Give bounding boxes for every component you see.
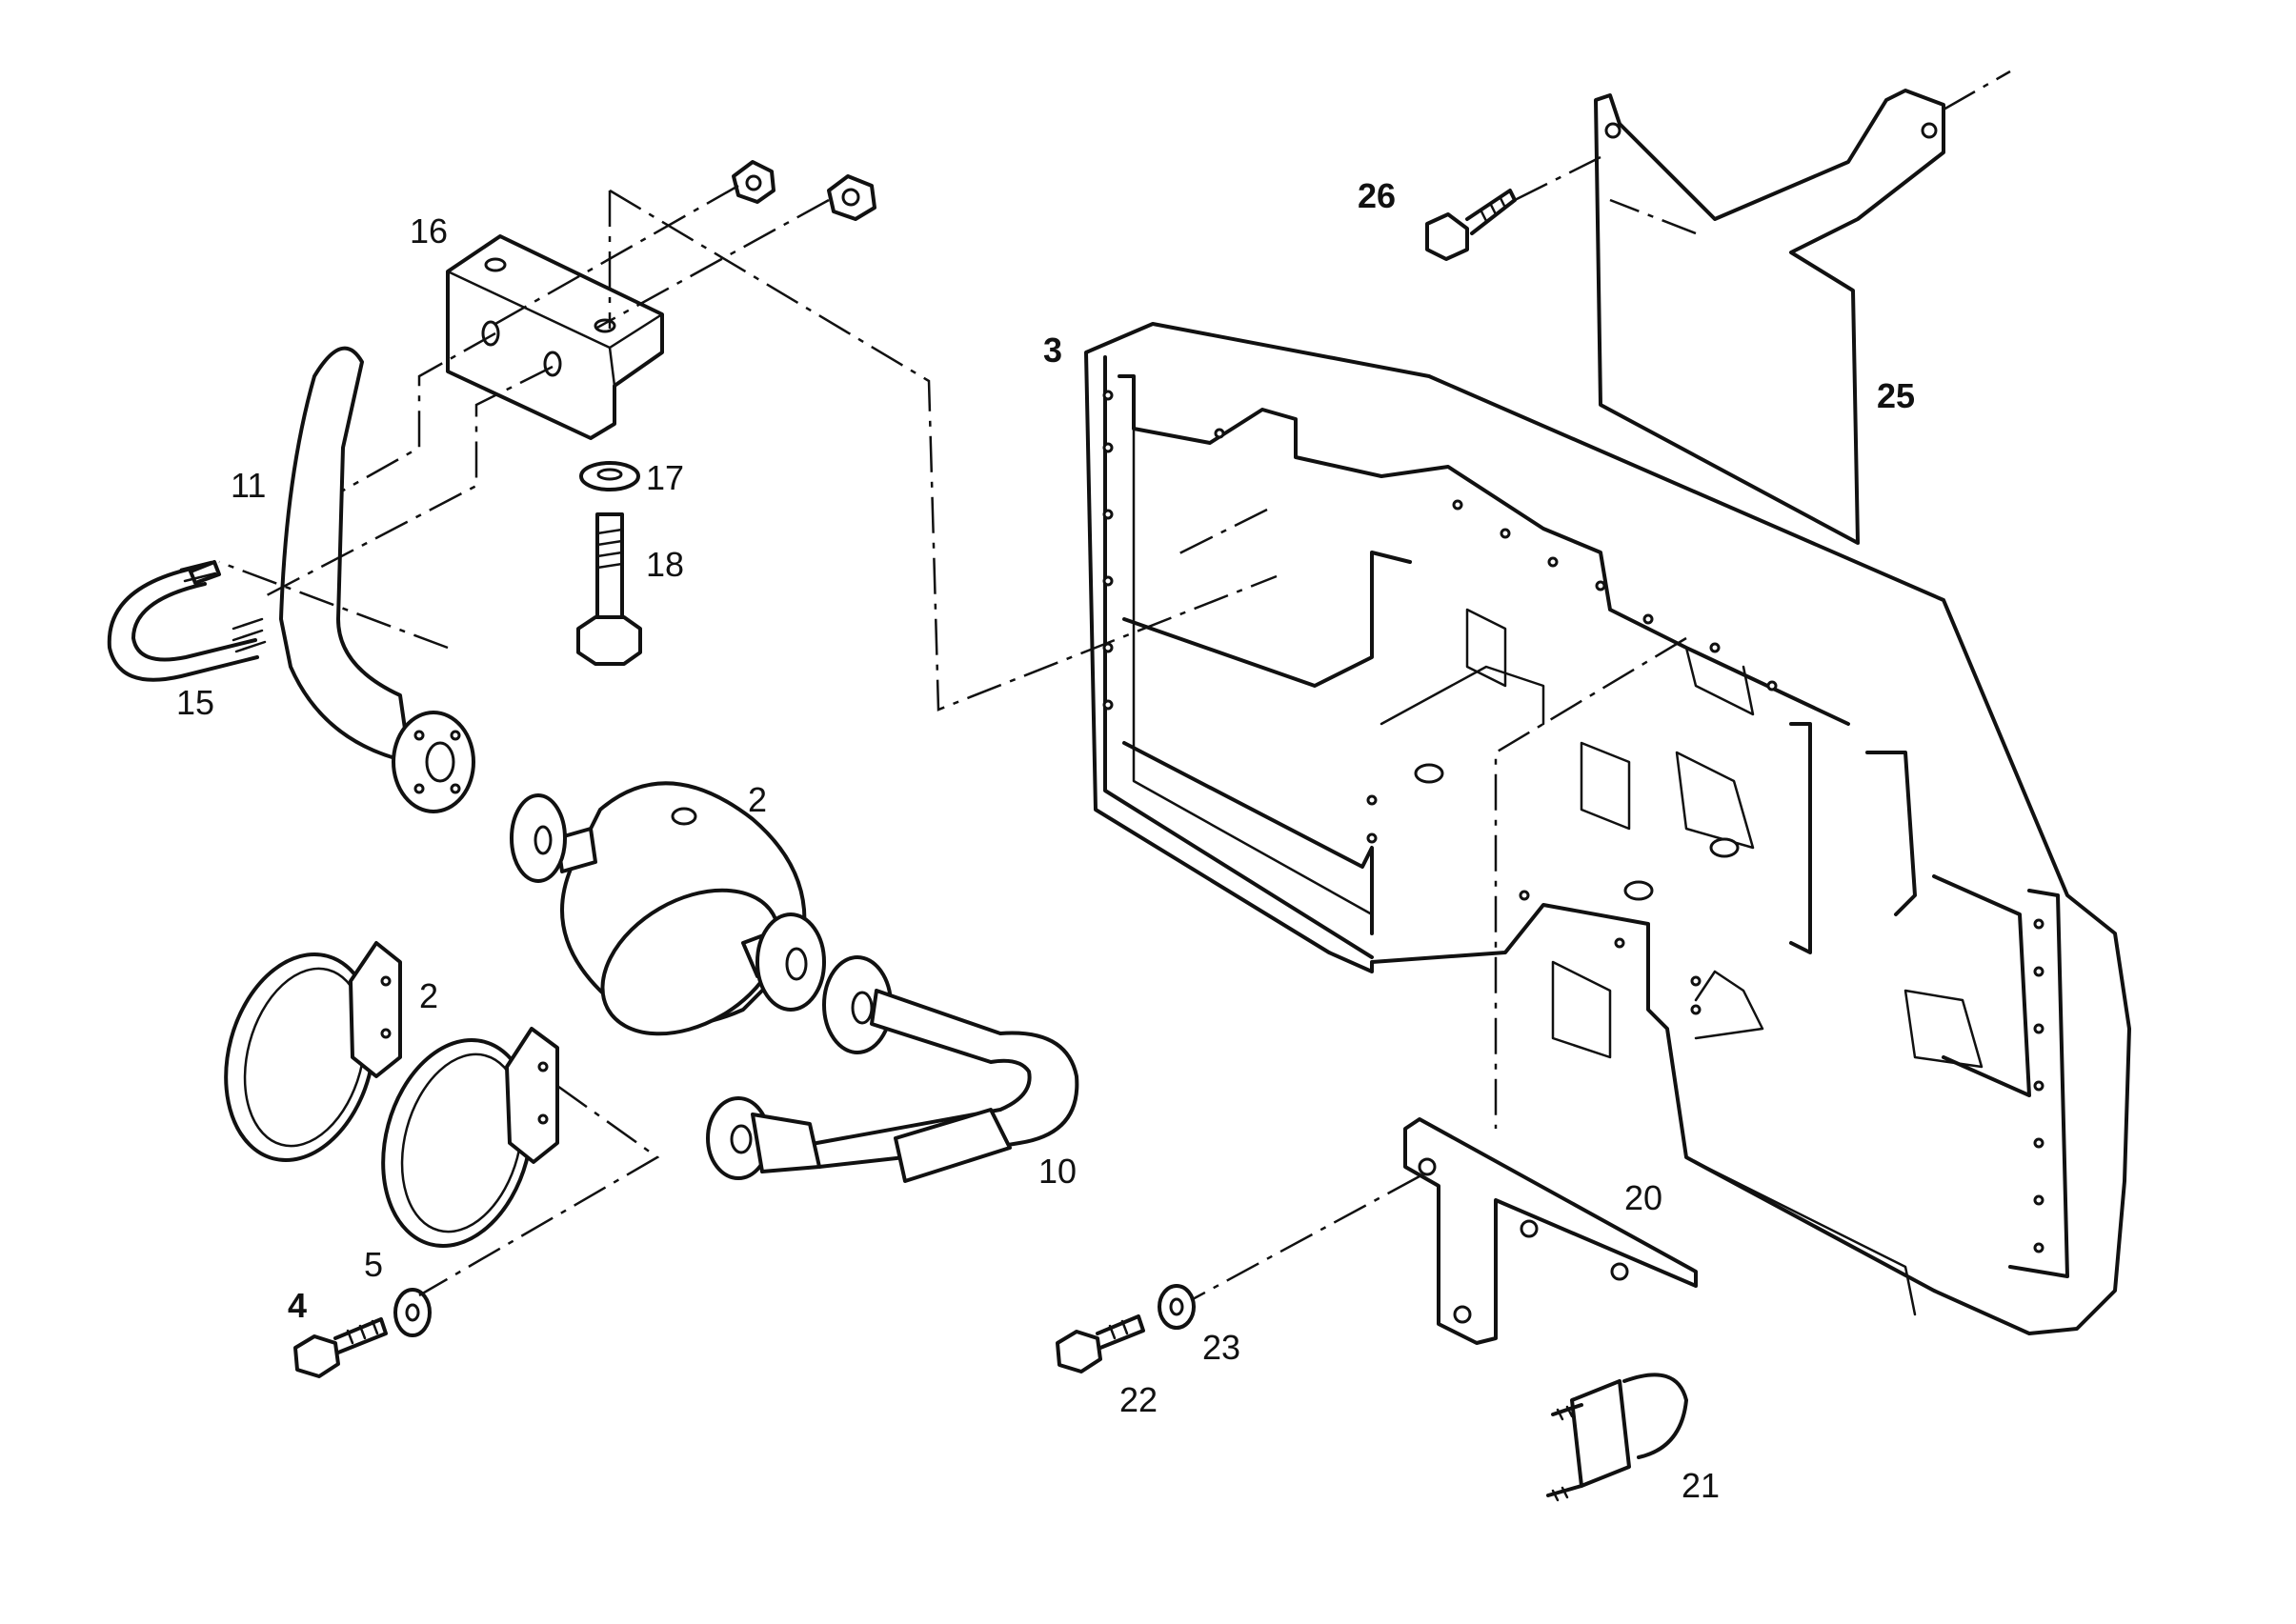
bolt-part-26 <box>1425 189 1517 261</box>
u-bolt-part-15 <box>107 560 267 682</box>
assembly-lines <box>218 70 2011 1302</box>
washer-part-5 <box>393 1288 432 1337</box>
clamp-lower-part-2 <box>381 1027 559 1249</box>
nut-upper-left <box>732 160 775 204</box>
washer-part-17 <box>579 461 640 491</box>
tailpipe-part-10 <box>706 955 1079 1183</box>
callout-22: 22 <box>1119 1380 1158 1419</box>
nut-upper-right <box>827 174 876 221</box>
bolt-part-4 <box>293 1317 388 1378</box>
callout-10: 10 <box>1038 1152 1078 1191</box>
callout-20: 20 <box>1624 1178 1663 1217</box>
callout-23: 23 <box>1202 1328 1241 1367</box>
clamp-upper-part-2 <box>224 941 402 1163</box>
bolt-part-18 <box>576 512 642 666</box>
callout-2-clamps: 2 <box>419 976 439 1015</box>
callout-2-muffler: 2 <box>748 780 768 819</box>
callout-17: 17 <box>646 458 685 497</box>
clamp-part-21 <box>1546 1373 1688 1502</box>
callout-3: 3 <box>1043 331 1063 370</box>
callout-4: 4 <box>288 1286 308 1325</box>
callout-25: 25 <box>1877 376 1916 415</box>
housing-part-3 <box>1084 322 2131 1335</box>
callout-15: 15 <box>176 683 215 722</box>
pipe-part-11 <box>279 346 475 813</box>
bracket-part-20 <box>1403 1117 1698 1345</box>
bolt-part-22 <box>1056 1314 1145 1373</box>
callout-21: 21 <box>1682 1466 1721 1505</box>
callout-16: 16 <box>410 211 449 251</box>
callout-11: 11 <box>231 466 267 505</box>
callout-18: 18 <box>646 545 685 584</box>
muffler-part-2 <box>510 781 826 1036</box>
washer-part-23 <box>1158 1284 1196 1330</box>
plate-part-25 <box>1594 89 1945 545</box>
bracket-part-16 <box>446 234 664 440</box>
callout-5: 5 <box>364 1245 384 1284</box>
callout-26: 26 <box>1358 176 1397 215</box>
